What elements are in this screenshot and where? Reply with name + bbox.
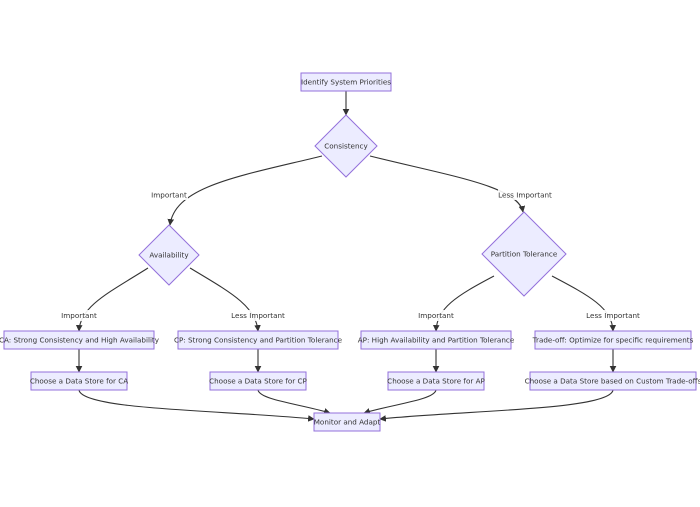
edge-label-partition-less: Less Important (586, 310, 640, 321)
node-label: Availability (149, 251, 189, 260)
edge-store-cp-to-monitor (257, 389, 331, 415)
node-monitor: Monitor and Adapt (313, 412, 381, 432)
edges (75, 91, 617, 422)
node-label: Monitor and Adapt (314, 418, 381, 427)
node-label: CA: Strong Consistency and High Availabi… (0, 336, 160, 345)
edge-availability-to-cp (189, 267, 261, 332)
edge-label-text: Less Important (231, 311, 285, 320)
node-store-cp: Choose a Data Store for CP (209, 371, 308, 391)
node-store-custom: Choose a Data Store based on Custom Trad… (525, 371, 700, 391)
nodes: Identify System Priorities Consistency A… (0, 72, 700, 432)
node-label: Partition Tolerance (491, 250, 558, 259)
node-start: Identify System Priorities (300, 72, 392, 92)
node-label: AP: High Availability and Partition Tole… (358, 336, 515, 345)
edge-label-text: Important (151, 191, 187, 200)
node-store-ap: Choose a Data Store for AP (387, 371, 485, 391)
node-label: Choose a Data Store for CA (30, 377, 128, 386)
edge-store-ca-to-monitor (78, 389, 315, 422)
node-consistency: Consistency (314, 114, 378, 178)
node-ca: CA: Strong Consistency and High Availabi… (0, 330, 160, 350)
node-label: CP: Strong Consistency and Partition Tol… (174, 336, 343, 345)
node-label: Trade-off: Optimize for specific require… (532, 336, 694, 345)
node-tradeoff: Trade-off: Optimize for specific require… (532, 330, 694, 350)
edge-consistency-to-partition (369, 155, 526, 213)
edge-label-text: Important (418, 311, 454, 320)
edge-label-partition-important: Important (417, 310, 455, 321)
node-availability: Availability (138, 224, 200, 286)
edge-availability-to-ca (75, 267, 149, 332)
edge-label-text: Important (61, 311, 97, 320)
edge-labels: Important Less Important Important Less … (60, 189, 640, 321)
node-cp: CP: Strong Consistency and Partition Tol… (174, 330, 343, 350)
edge-label-consistency-important: Important (150, 189, 188, 200)
edge-store-custom-to-monitor (379, 389, 614, 422)
node-label: Choose a Data Store based on Custom Trad… (525, 377, 700, 386)
node-label: Consistency (324, 142, 368, 151)
edge-label-consistency-less: Less Important (498, 189, 552, 200)
edge-label-text: Less Important (586, 311, 640, 320)
edge-store-ap-to-monitor (363, 389, 437, 415)
edge-label-availability-important: Important (60, 310, 98, 321)
node-store-ca: Choose a Data Store for CA (30, 371, 128, 391)
node-label: Choose a Data Store for AP (387, 377, 485, 386)
node-ap: AP: High Availability and Partition Tole… (358, 330, 515, 350)
node-partition-tolerance: Partition Tolerance (481, 211, 567, 297)
edge-label-availability-less: Less Important (231, 310, 285, 321)
edge-consistency-to-availability (167, 155, 323, 226)
node-label: Choose a Data Store for CP (209, 377, 307, 386)
node-label: Identify System Priorities (301, 78, 391, 87)
edge-partition-to-tradeoff (551, 275, 617, 332)
edge-partition-to-ap (432, 275, 495, 332)
edge-label-text: Less Important (498, 191, 552, 200)
